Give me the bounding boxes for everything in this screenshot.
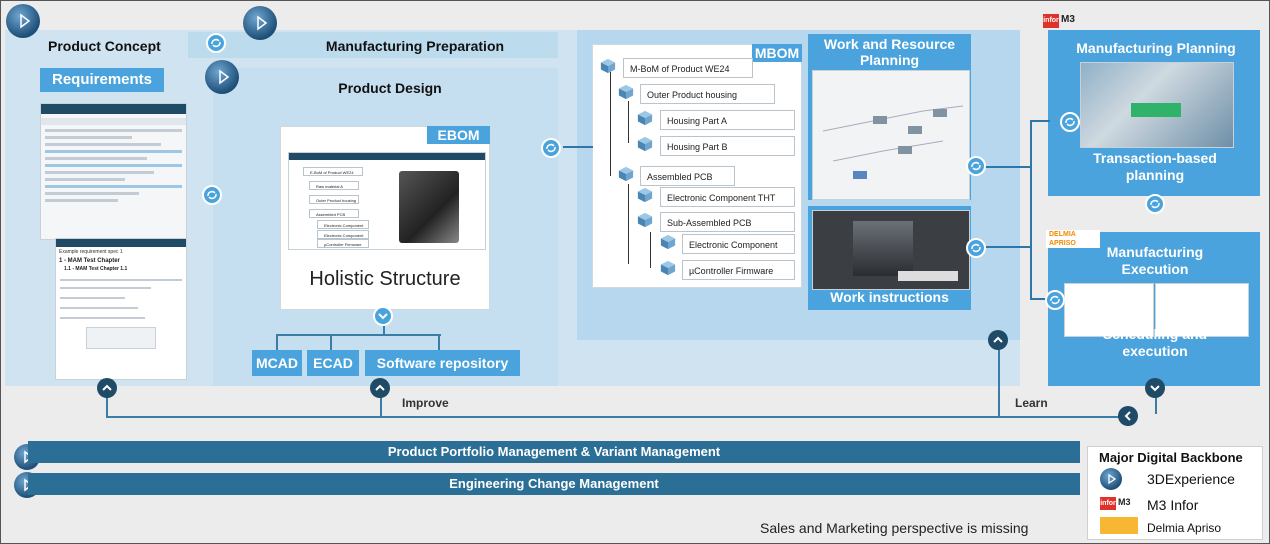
3dexperience-logo-icon — [243, 6, 277, 40]
m3-label: M3 — [1061, 14, 1075, 25]
sync-icon — [966, 156, 986, 176]
legend-item-3dexperience: 3DExperience — [1147, 471, 1235, 487]
ebom-node-root: E-BoM of Product WE24 — [303, 167, 363, 176]
ebom-node-fw: µController Firmware — [317, 239, 369, 248]
mfg-execution-sub: Scheduling and execution — [1102, 326, 1208, 359]
learn-label: Learn — [1015, 396, 1048, 410]
holistic-structure-label: Holistic Structure — [309, 268, 461, 290]
sync-icon — [1060, 112, 1080, 132]
mbom-node-fw: µController Firmware — [682, 260, 795, 280]
ebom-node-housing: Outer Product housing — [309, 195, 359, 204]
left-chevron-icon — [1118, 406, 1138, 426]
mfg-prep-title: Manufacturing Preparation — [325, 38, 505, 54]
ebom-screenshot: E-BoM of Product WE24 Raw material A Out… — [288, 152, 486, 250]
footer-note: Sales and Marketing perspective is missi… — [760, 520, 1029, 536]
sync-icon — [541, 138, 561, 158]
req-doc-subchapter: 1.1 - MAM Test Chapter 1.1 — [64, 266, 128, 272]
portfolio-band: Product Portfolio Management & Variant M… — [28, 441, 1080, 463]
3dexperience-logo-icon — [6, 4, 40, 38]
mbom-node-housing: Outer Product housing — [640, 84, 775, 104]
ebom-node-raw: Raw material A — [309, 181, 359, 190]
req-doc-chapter: 1 - MAM Test Chapter — [59, 258, 120, 264]
sync-icon — [1145, 194, 1165, 214]
cube-icon — [618, 166, 634, 182]
ebom-node-tht: Electronic Component THT — [317, 220, 369, 237]
ebom-node-smt: Electronic Component SMT — [317, 230, 369, 247]
mbom-node-root: M-BoM of Product WE24 — [623, 58, 753, 78]
sync-icon — [202, 185, 222, 205]
mbom-node-subpcb: Sub-Assembled PCB — [660, 212, 795, 232]
mfg-planning-title: Manufacturing Planning — [1076, 40, 1236, 56]
cube-icon — [637, 212, 653, 228]
mfg-execution-title: Manufacturing Execution — [1106, 244, 1204, 277]
requirements-doc-screenshot: Example requirement spec 1 1 - MAM Test … — [55, 238, 187, 380]
work-instructions-title: Work instructions — [830, 289, 949, 305]
infor-logo: infor — [1100, 497, 1116, 510]
cube-icon — [637, 110, 653, 126]
repo-software: Software repository — [365, 350, 520, 376]
ebom-node-pcb: Assembled PCB — [309, 209, 359, 218]
mbom-node-part-a: Housing Part A — [660, 110, 795, 130]
mbom-node-part-b: Housing Part B — [660, 136, 795, 156]
infor-logo: infor — [1043, 14, 1059, 28]
3dexperience-logo-icon — [1100, 468, 1122, 490]
requirements-list-screenshot — [40, 103, 187, 240]
req-doc-title: Example requirement spec 1 — [59, 249, 123, 255]
work-resource-screenshot — [812, 70, 970, 200]
mbom-node-pcb: Assembled PCB — [640, 166, 735, 186]
mbom-node-smt: Electronic Component SMT — [682, 234, 795, 270]
cube-icon — [600, 58, 616, 74]
legend-item-m3: M3 Infor — [1147, 497, 1199, 513]
cube-icon — [637, 187, 653, 203]
requirements-label: Requirements — [40, 68, 164, 92]
apriso-logo: DELMIA APRISO — [1046, 230, 1100, 248]
mfg-execution-screen-1 — [1064, 283, 1154, 337]
mfg-planning-sub: Transaction-based planning — [1093, 150, 1217, 183]
legend-item-apriso: Delmia Apriso — [1147, 521, 1222, 535]
mfg-execution-screen-2 — [1155, 283, 1249, 337]
up-chevron-icon — [988, 330, 1008, 350]
up-chevron-icon — [370, 378, 390, 398]
sync-icon — [966, 238, 986, 258]
product-design-title: Product Design — [338, 80, 442, 96]
repo-mcad: MCAD — [252, 350, 302, 376]
cube-icon — [637, 136, 653, 152]
mbom-label: MBOM — [752, 44, 802, 62]
down-chevron-icon — [373, 306, 393, 326]
up-chevron-icon — [97, 378, 117, 398]
cube-icon — [660, 234, 676, 250]
m3-label: M3 — [1118, 497, 1131, 507]
sync-icon — [1045, 290, 1065, 310]
repo-ecad: ECAD — [307, 350, 359, 376]
sync-icon — [206, 33, 226, 53]
ecm-band: Engineering Change Management — [28, 473, 1080, 495]
cube-icon — [660, 260, 676, 276]
ebom-3d-model — [399, 171, 459, 243]
work-instructions-screenshot — [812, 210, 970, 290]
down-chevron-icon — [1145, 378, 1165, 398]
work-resource-title: Work and Resource Planning — [823, 36, 956, 68]
3dexperience-logo-icon — [205, 60, 239, 94]
product-concept-title: Product Concept — [48, 38, 161, 54]
cube-icon — [618, 84, 634, 100]
mbom-node-tht: Electronic Component THT — [660, 187, 795, 207]
ebom-label: EBOM — [427, 126, 490, 144]
legend-title: Major Digital Backbone — [1099, 450, 1243, 465]
mfg-planning-photo — [1080, 62, 1234, 148]
apriso-logo-icon — [1100, 517, 1138, 534]
improve-label: Improve — [402, 396, 449, 410]
